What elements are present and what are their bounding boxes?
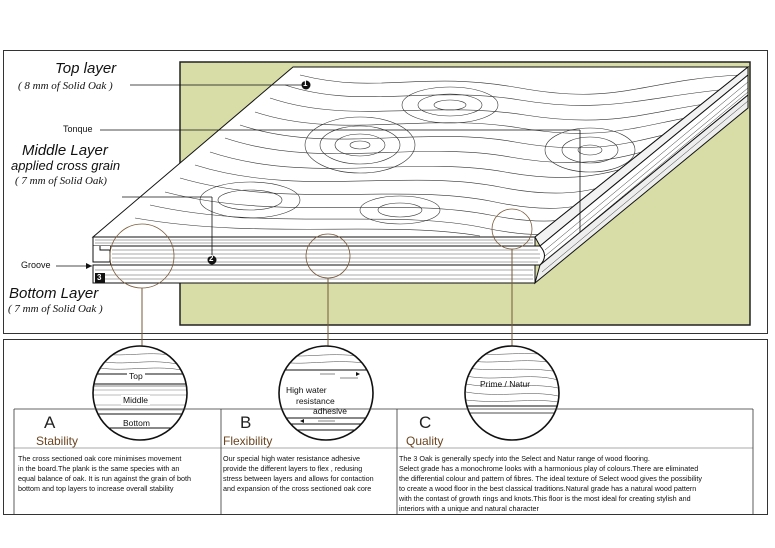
plank-side-bottom-layer — [534, 93, 749, 285]
detail-circle-a — [93, 346, 187, 440]
groove-label: Groove — [21, 260, 51, 270]
section-b-description: Our special high water resistance adhesi… — [223, 454, 374, 493]
marker-2 — [207, 255, 217, 265]
section-a-description: The cross sectioned oak core minimises m… — [18, 454, 192, 493]
top-layer-spec: ( 8 mm of Solid Oak ) — [18, 80, 113, 92]
detail-circle-b — [279, 346, 373, 440]
middle-layer-label: Middle Layer — [22, 142, 108, 159]
top-frame — [3, 50, 768, 334]
detail-adhesive-line1: High water — [286, 385, 327, 395]
section-a-letter: A — [44, 413, 56, 432]
tonque-label: Tonque — [63, 124, 93, 134]
front-bottom-layer — [92, 264, 536, 284]
marker-1-number: 1 — [303, 79, 308, 88]
section-b-title: Flexibility — [223, 434, 273, 448]
detail-bottom-label: Bottom — [123, 418, 150, 428]
detail-adhesive-line3: adhesive — [313, 406, 348, 416]
middle-layer-spec: ( 7 mm of Solid Oak) — [15, 175, 107, 187]
section-b-letter: B — [240, 413, 252, 432]
bottom-layer-spec: ( 7 mm of Solid Oak ) — [8, 303, 103, 315]
detail-grade-label: Prime / Natur — [480, 379, 531, 389]
front-top-layer — [92, 236, 536, 247]
detail-circle-c — [465, 346, 559, 440]
top-layer-label: Top layer — [55, 60, 117, 77]
middle-layer-sub: applied cross grain — [11, 158, 121, 173]
marker-2-number: 2 — [209, 254, 214, 263]
section-c-title: Quality — [406, 434, 444, 448]
marker-1 — [301, 80, 311, 90]
detail-adhesive-line2: resistance — [296, 396, 335, 406]
section-c-letter: C — [419, 413, 432, 432]
detail-middle-label: Middle — [121, 395, 151, 405]
bottom-layer-label: Bottom Layer — [9, 285, 99, 302]
marker-3-number: 3 — [97, 273, 102, 282]
side-grain — [541, 81, 749, 273]
bottom-frame — [3, 339, 768, 515]
front-middle-layer — [109, 245, 545, 266]
detail-top-label: Top — [127, 371, 145, 381]
section-c-description: The 3 Oak is generally specfy into the S… — [399, 454, 702, 513]
marker-3 — [95, 273, 105, 283]
section-a-title: Stability — [36, 434, 79, 448]
